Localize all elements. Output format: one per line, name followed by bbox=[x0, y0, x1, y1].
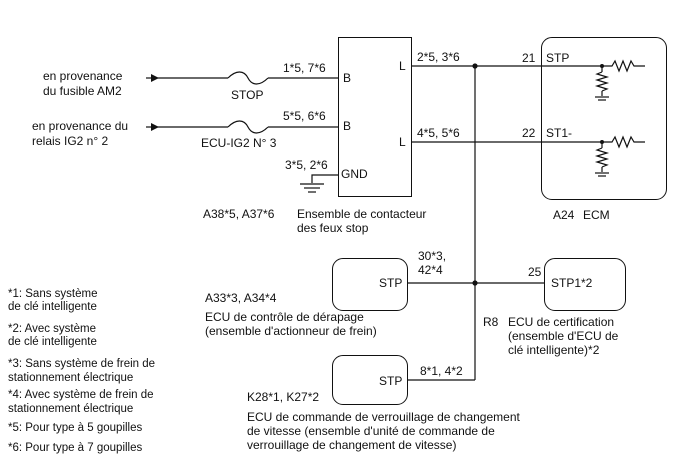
note-5: *5: Pour type à 5 goupilles bbox=[8, 422, 143, 434]
junction-mid bbox=[472, 280, 478, 286]
ecm-signal-stp: STP bbox=[546, 51, 570, 65]
shift-ecu-box bbox=[332, 355, 408, 405]
note-1-line2: de clé intelligente bbox=[8, 301, 97, 313]
note-2-line1: *2: Avec système bbox=[8, 323, 96, 335]
brake-ecu-box bbox=[332, 258, 408, 311]
shift-ecu-name-1: ECU de commande de verrouillage de chang… bbox=[247, 410, 520, 424]
cert-ecu-name-3: clé intelligente)*2 bbox=[508, 343, 600, 357]
ecm-junction-st1 bbox=[600, 140, 604, 144]
pin-b-bottom: B bbox=[343, 119, 352, 133]
pin-l-top: L bbox=[399, 59, 406, 73]
cert-ecu-name-2: (ensemble d'ECU de bbox=[508, 329, 619, 343]
stop-switch-name-2: des feux stop bbox=[297, 221, 369, 235]
wire-label-l-top: 2*5, 3*6 bbox=[417, 50, 460, 64]
fuse-stop-symbol bbox=[227, 71, 269, 85]
pin-l-bottom: L bbox=[399, 135, 406, 149]
note-2-line2: de clé intelligente bbox=[8, 336, 97, 348]
note-4-line1: *4: Avec système de frein de bbox=[8, 389, 154, 401]
wire-gnd bbox=[311, 174, 338, 183]
source-ig2-line1: en provenance du bbox=[32, 119, 129, 133]
ecm-box bbox=[541, 37, 667, 200]
cert-ecu-pin-num: 25 bbox=[528, 265, 542, 279]
note-6: *6: Pour type à 7 goupilles bbox=[8, 442, 143, 454]
brake-ecu-name-2: (ensemble d'actionneur de frein) bbox=[205, 324, 377, 338]
brake-ecu-ref: A33*3, A34*4 bbox=[205, 291, 277, 305]
junction-top bbox=[472, 63, 478, 69]
ecm-pin-22: 22 bbox=[522, 126, 536, 140]
cert-ecu-box bbox=[544, 258, 626, 311]
cert-ecu-pin: STP1*2 bbox=[551, 276, 593, 290]
fuse-stop-label: STOP bbox=[231, 88, 264, 102]
cert-ecu-name-1: ECU de certification bbox=[508, 315, 615, 329]
stop-switch-ref: A38*5, A37*6 bbox=[203, 207, 275, 221]
shift-ecu-name-2: de vitesse (ensemble d'unité de commande… bbox=[247, 424, 495, 438]
wire-label-b-top: 1*5, 7*6 bbox=[283, 61, 326, 75]
brake-ecu-wire-2: 42*4 bbox=[418, 263, 443, 277]
shift-ecu-pin: STP bbox=[379, 374, 403, 388]
shift-ecu-name-3: verrouillage de changement de vitesse) bbox=[247, 438, 457, 452]
brake-ecu-pin: STP bbox=[379, 276, 403, 290]
ecm-name: ECM bbox=[583, 208, 610, 222]
stop-switch-box bbox=[338, 37, 412, 197]
source-am2-line2: du fusible AM2 bbox=[43, 84, 122, 98]
source-ig2-line2: relais IG2 n° 2 bbox=[32, 134, 109, 148]
note-4-line2: stationnement électrique bbox=[8, 403, 134, 415]
shift-ecu-wire: 8*1, 4*2 bbox=[420, 364, 463, 378]
ecm-st1-pulldown bbox=[594, 147, 610, 168]
pin-gnd: GND bbox=[341, 167, 368, 181]
cert-ecu-ref: R8 bbox=[483, 315, 499, 329]
note-3-line2: stationnement électrique bbox=[8, 372, 134, 384]
ecm-stp-pulldown bbox=[594, 71, 610, 92]
note-3-line1: *3: Sans système de frein de bbox=[8, 358, 156, 370]
ecm-pin-21: 21 bbox=[522, 51, 536, 65]
pin-b-top: B bbox=[343, 71, 352, 85]
brake-ecu-wire-1: 30*3, bbox=[418, 249, 447, 263]
fuse-ecu-ig2-symbol bbox=[227, 120, 269, 134]
ecm-st1-resistor bbox=[602, 135, 645, 149]
brake-ecu-name-1: ECU de contrôle de dérapage bbox=[205, 310, 364, 324]
fuse-ecu-ig2-label: ECU-IG2 N° 3 bbox=[201, 136, 277, 150]
ecm-junction-stp bbox=[600, 64, 604, 68]
ecm-stp-resistor bbox=[602, 59, 645, 73]
stop-switch-name-1: Ensemble de contacteur bbox=[297, 207, 427, 221]
wire-label-b-bottom: 5*5, 6*6 bbox=[283, 109, 326, 123]
wire-label-gnd: 3*5, 2*6 bbox=[285, 158, 328, 172]
ecm-ref: A24 bbox=[553, 208, 575, 222]
shift-ecu-ref: K28*1, K27*2 bbox=[247, 390, 320, 404]
wire-label-l-bottom: 4*5, 5*6 bbox=[417, 126, 460, 140]
ecm-signal-st1: ST1- bbox=[546, 126, 573, 140]
source-am2-line1: en provenance bbox=[43, 69, 123, 83]
note-1-line1: *1: Sans système bbox=[8, 288, 98, 300]
